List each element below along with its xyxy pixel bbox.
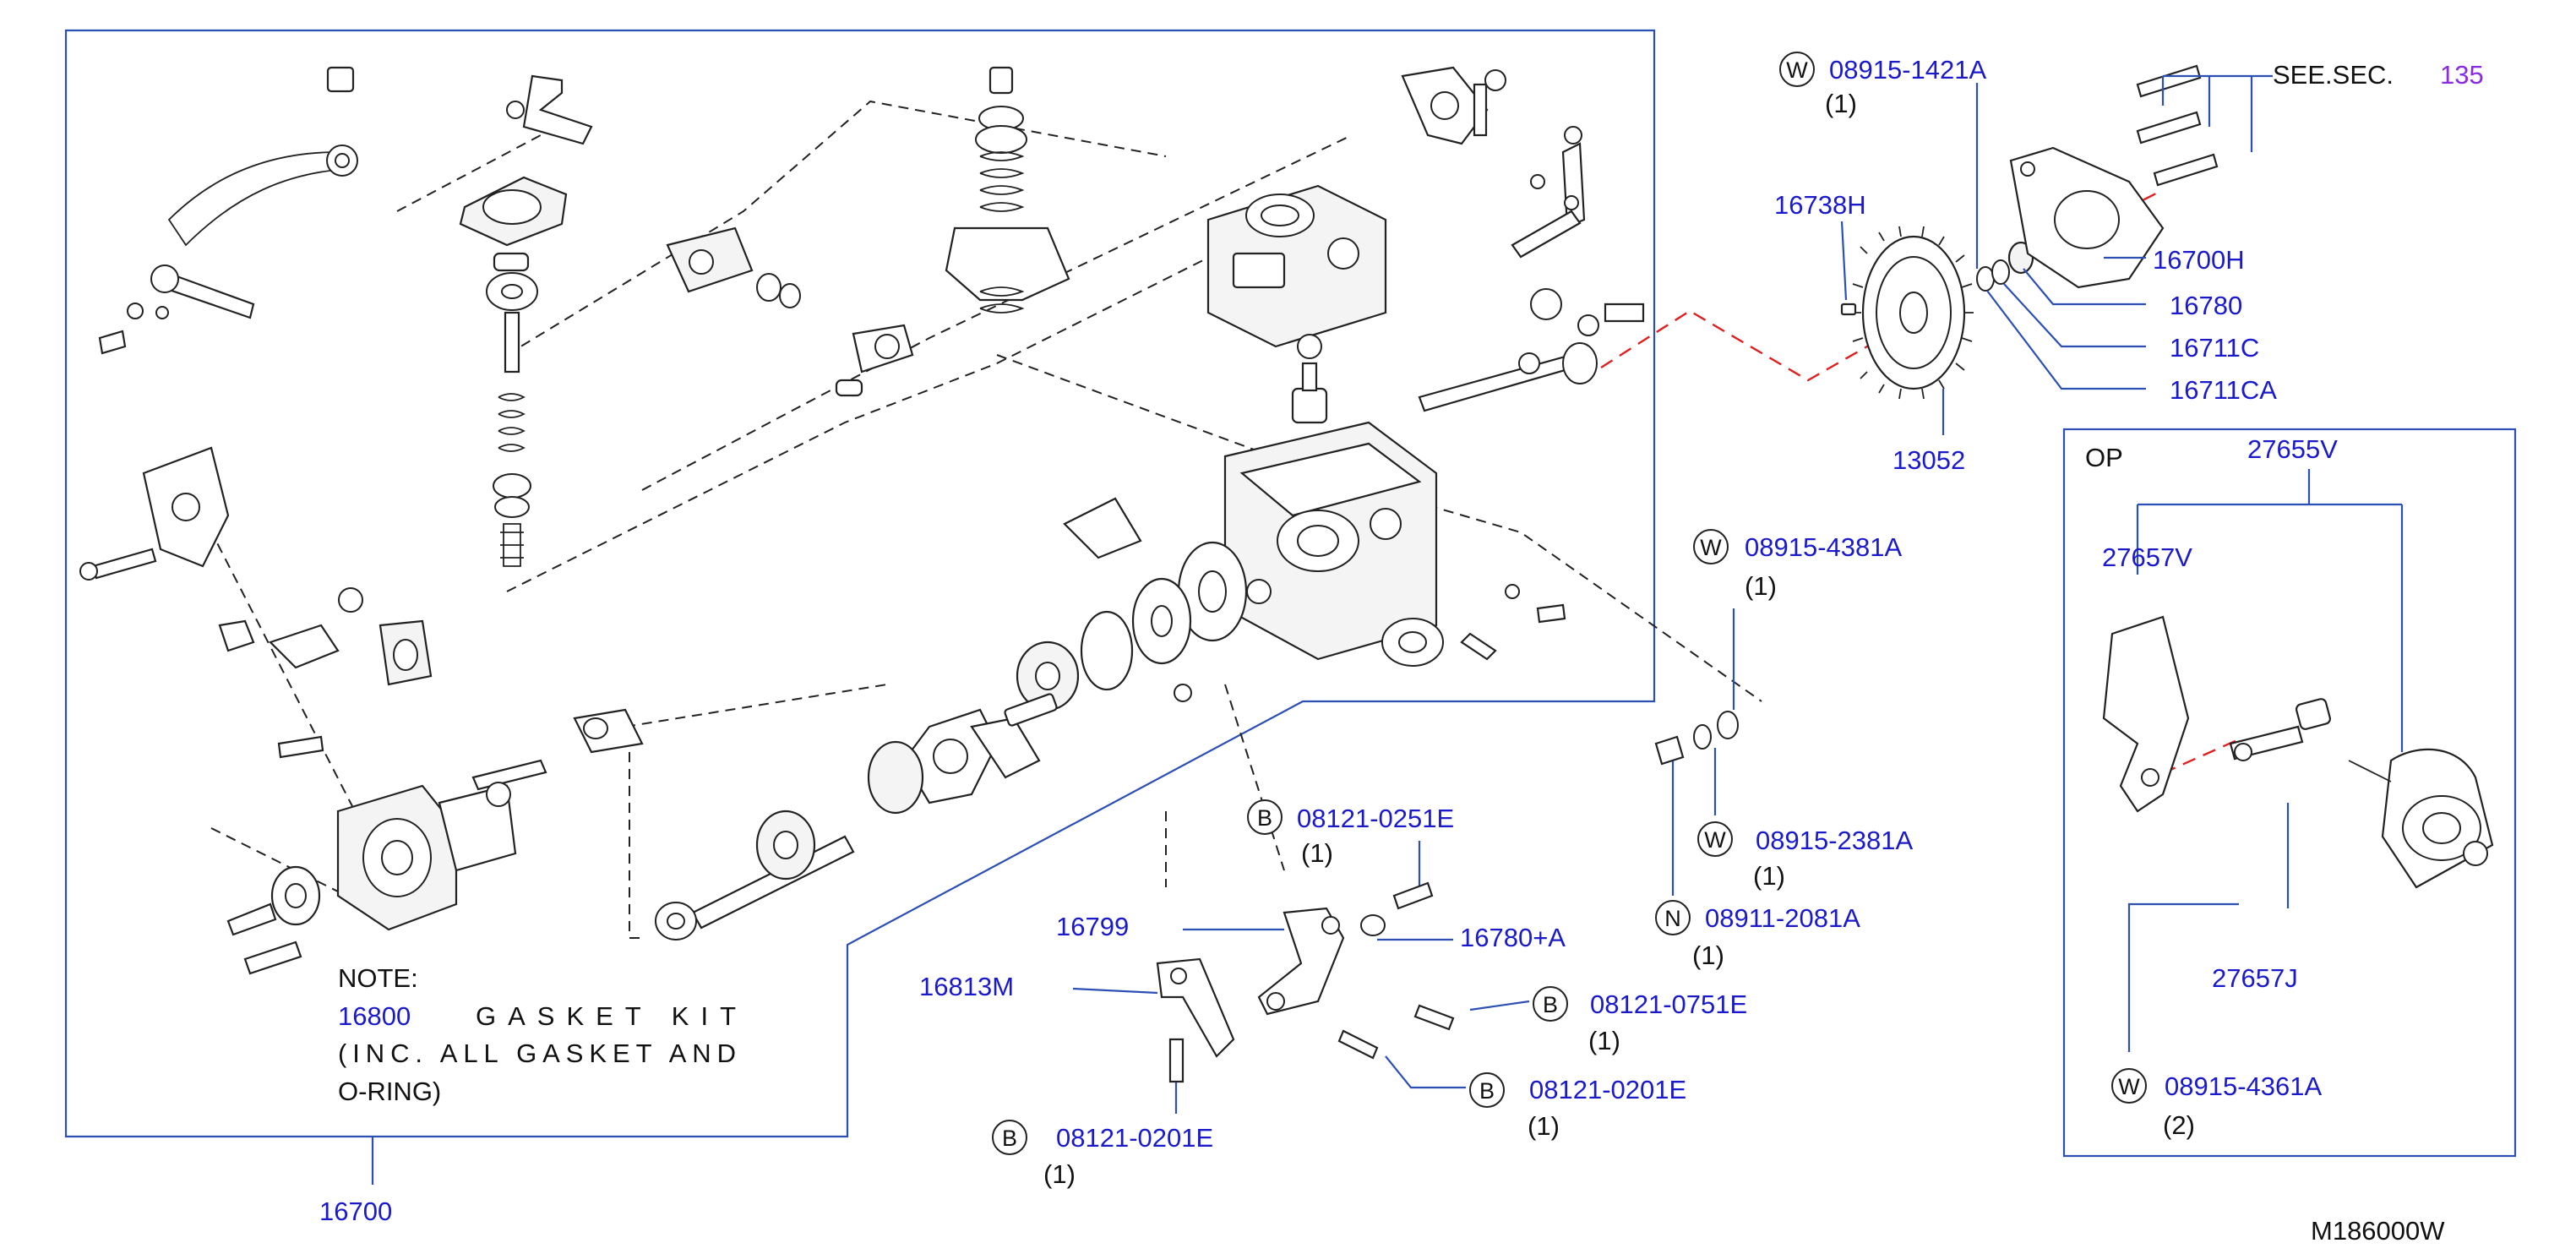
diagram-id: M186000W — [2311, 1216, 2445, 1246]
b-marker-letter: B — [1257, 805, 1272, 831]
note-heading: NOTE: — [338, 963, 418, 993]
w-marker-letter: W — [1786, 57, 1808, 83]
callout-16700H[interactable]: 16700H — [2153, 245, 2245, 275]
callout-27655V[interactable]: 27655V — [2247, 434, 2338, 464]
w-marker-letter: W — [2118, 1074, 2140, 1099]
callout-16813M[interactable]: 16813M — [919, 972, 1014, 1001]
see-section-text: SEE.SEC. — [2273, 60, 2394, 90]
callout-16780plusA[interactable]: 16780+A — [1460, 923, 1566, 952]
note-line3: O-RING) — [338, 1077, 441, 1106]
b-marker — [992, 1120, 1027, 1155]
callout-08915-4361A[interactable]: 08915-4361A — [2165, 1071, 2322, 1101]
b-marker-letter: B — [1002, 1126, 1017, 1151]
callout-08121-0251E[interactable]: 08121-0251E — [1297, 804, 1454, 833]
w-marker — [2111, 1068, 2147, 1104]
callout-08121-0201E-a[interactable]: 08121-0201E — [1529, 1075, 1686, 1104]
b-marker — [1247, 799, 1283, 835]
drive-gear-group — [1600, 64, 2219, 400]
qty-08915-2381A: (1) — [1753, 861, 1785, 891]
qty-08121-0251E: (1) — [1301, 838, 1333, 868]
callout-27657J[interactable]: 27657J — [2212, 963, 2298, 993]
callout-08121-0751E[interactable]: 08121-0751E — [1590, 990, 1747, 1019]
callout-08915-1421A[interactable]: 08915-1421A — [1829, 55, 1986, 85]
callout-16799[interactable]: 16799 — [1056, 912, 1129, 941]
w-marker — [1693, 529, 1729, 564]
b-marker-letter: B — [1479, 1078, 1495, 1104]
callout-16700[interactable]: 16700 — [319, 1197, 392, 1226]
callout-16711CA[interactable]: 16711CA — [2170, 375, 2277, 405]
callout-13052[interactable]: 13052 — [1893, 445, 1965, 475]
w-marker — [1697, 821, 1733, 857]
w-marker-letter: W — [1704, 827, 1726, 853]
qty-08121-0751E: (1) — [1588, 1026, 1620, 1055]
note-line2: (INC. ALL GASKET AND — [338, 1039, 736, 1068]
option-label: OP — [2085, 443, 2123, 472]
w-marker — [1779, 52, 1815, 87]
callout-08915-2381A[interactable]: 08915-2381A — [1756, 826, 1913, 855]
qty-08915-4361A: (2) — [2163, 1110, 2195, 1140]
b-marker — [1469, 1072, 1505, 1108]
qty-08915-1421A: (1) — [1825, 89, 1857, 118]
callout-16711C[interactable]: 16711C — [2170, 333, 2259, 363]
b-marker-letter: B — [1543, 992, 1558, 1017]
callout-leaders — [1072, 74, 2273, 1114]
callout-08915-4381A[interactable]: 08915-4381A — [1745, 532, 1902, 562]
w-marker-letter: W — [1700, 535, 1722, 560]
n-marker-letter: N — [1664, 906, 1681, 931]
injection-pump-exploded-view — [79, 66, 1762, 975]
callout-16780[interactable]: 16780 — [2170, 291, 2242, 320]
option-box-frame — [2062, 428, 2517, 1158]
bracket-parts — [1156, 711, 1739, 1083]
qty-08121-0201E-a: (1) — [1528, 1111, 1560, 1141]
b-marker — [1533, 986, 1568, 1022]
main-assembly-frame — [64, 29, 1656, 1138]
callout-27657V[interactable]: 27657V — [2102, 542, 2192, 572]
see-section-link[interactable]: 135 — [2440, 60, 2484, 90]
note-line1: GASKET KIT — [476, 1001, 736, 1031]
qty-08911-2081A: (1) — [1692, 940, 1724, 970]
callout-08121-0201E-b[interactable]: 08121-0201E — [1056, 1123, 1213, 1153]
labels: W 08915-1421A (1) SEE.SEC. 135 16738H 16… — [319, 52, 2484, 1246]
qty-08121-0201E-b: (1) — [1043, 1159, 1076, 1189]
option-box-parts — [2102, 469, 2494, 1052]
qty-08915-4381A: (1) — [1745, 571, 1777, 601]
n-marker — [1655, 900, 1691, 935]
callout-16738H[interactable]: 16738H — [1774, 190, 1866, 220]
note-part-16800[interactable]: 16800 — [338, 1001, 411, 1031]
callout-08911-2081A[interactable]: 08911-2081A — [1705, 903, 1860, 933]
